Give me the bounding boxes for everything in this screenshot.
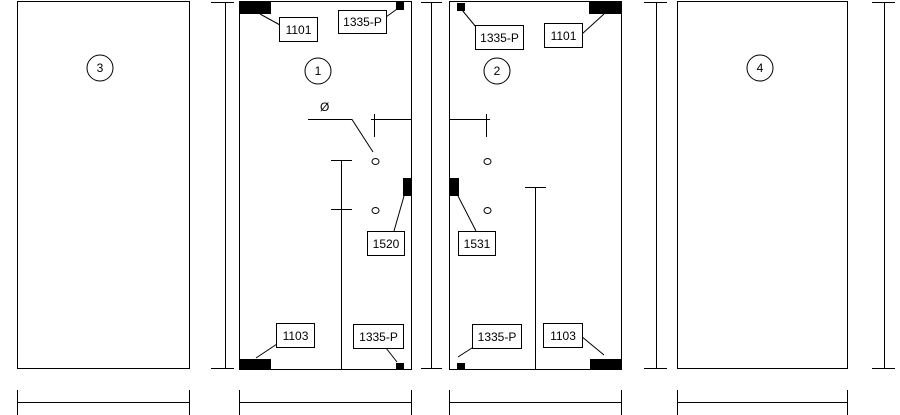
label-1520 [367,231,405,256]
small-block-bottom [457,363,465,370]
small-block-top [457,3,465,11]
label-1335-p-bottom [353,324,404,349]
label-1101 [279,17,318,42]
label-1103 [276,323,315,348]
panel-1-number-circle [304,57,332,85]
panel-1: 1 Ø 1101 1335-P 1520 1103 1335-P [239,1,412,370]
panel-1-outline [239,1,412,370]
svg-text:1101: 1101 [286,23,312,37]
panel-2-number-circle [483,57,511,85]
label-1531 [458,231,496,256]
dimension-line-far-right [872,2,895,369]
hole-lower [483,207,492,214]
svg-text:1335-P: 1335-P [343,15,382,29]
panel-4-number-circle [746,54,774,82]
bottom-elevation-strip [17,390,848,415]
diameter-leader [308,119,374,153]
diameter-symbol: Ø [320,100,329,114]
hinge-block-top [589,2,621,14]
hinge-block-bottom [240,359,271,369]
panel-3-number: 3 [97,61,104,75]
panel-4-number: 4 [757,61,764,75]
svg-text:1103: 1103 [283,329,309,343]
hinge-block-top [240,2,271,14]
svg-text:1335-P: 1335-P [359,330,398,344]
hole-upper [483,158,492,165]
panel-1-number: 1 [315,64,322,78]
small-block-bottom [396,363,404,370]
svg-text:1103: 1103 [550,329,576,343]
hole-upper [371,158,380,165]
svg-text:1335-P: 1335-P [480,31,519,45]
label-1103 [543,323,583,348]
strike-block [450,178,459,196]
small-block-top [396,2,404,10]
dimension-line-right [644,2,667,369]
panel-3: 3 [17,1,190,369]
hinge-block-bottom [590,359,621,369]
label-1335-p-bottom [472,324,522,349]
svg-text:1531: 1531 [464,237,491,251]
svg-text:1101: 1101 [551,29,577,43]
panel-4: 4 [677,1,848,369]
strike-block [403,178,412,196]
label-1335-p-top [475,25,524,50]
svg-text:1520: 1520 [373,237,400,251]
dimension-line-left [211,2,234,369]
hole-lower [371,207,380,214]
dimension-line-center [421,2,442,369]
label-1335-p-top [338,10,387,34]
label-1101 [544,23,583,48]
svg-text:1335-P: 1335-P [478,330,517,344]
panel-2: 2 1335-P 1101 1531 1335-P 1103 [449,1,622,370]
panel-3-number-circle [86,54,114,82]
panel-2-number: 2 [494,64,501,78]
